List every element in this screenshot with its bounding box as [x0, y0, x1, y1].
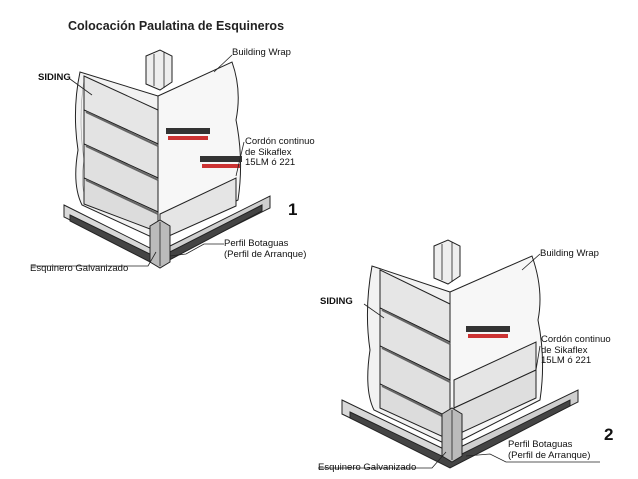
label-building-wrap-1: Building Wrap	[232, 47, 291, 58]
label-drip-profile-1: Perfil Botaguas (Perfil de Arranque)	[224, 238, 307, 260]
siding-boards-1	[83, 75, 159, 233]
leader-corner-2	[318, 451, 447, 469]
label-sealant-2: Cordón continuo de Sikaflex 15LM ó 221	[541, 334, 611, 366]
label-corner-piece-2: Esquinero Galvanizado	[318, 462, 417, 473]
leader-drip-1	[169, 243, 224, 257]
label-drip-profile-2: Perfil Botaguas (Perfil de Arranque)	[508, 439, 591, 461]
leader-sealant-1	[235, 141, 245, 177]
steel-stud-2	[433, 239, 461, 285]
figure-number-2: 2	[604, 425, 614, 444]
steel-stud	[145, 49, 173, 91]
building-wrap-logo-1b	[200, 156, 242, 168]
label-sealant-1: Cordón continuo de Sikaflex 15LM ó 221	[245, 136, 315, 168]
leader-drip-2	[465, 453, 600, 463]
siding-boards-2	[379, 269, 451, 441]
leader-siding-1	[69, 78, 93, 96]
label-siding-2: SIDING	[320, 296, 353, 307]
leader-wrap-2	[521, 253, 541, 271]
figure-number-1: 1	[288, 200, 298, 219]
leader-wrap-1	[213, 54, 233, 73]
leader-corner-1	[32, 251, 157, 267]
diagram-title: Colocación Paulatina de Esquineros	[68, 19, 285, 33]
label-building-wrap-2: Building Wrap	[540, 248, 599, 259]
leader-sealant-2	[535, 345, 541, 371]
building-wrap-logo-2	[466, 326, 510, 338]
leader-siding-2	[363, 303, 385, 319]
label-siding-1: SIDING	[38, 72, 71, 83]
building-wrap-logo-1a	[166, 128, 210, 140]
label-corner-piece-1: Esquinero Galvanizado	[30, 263, 129, 274]
